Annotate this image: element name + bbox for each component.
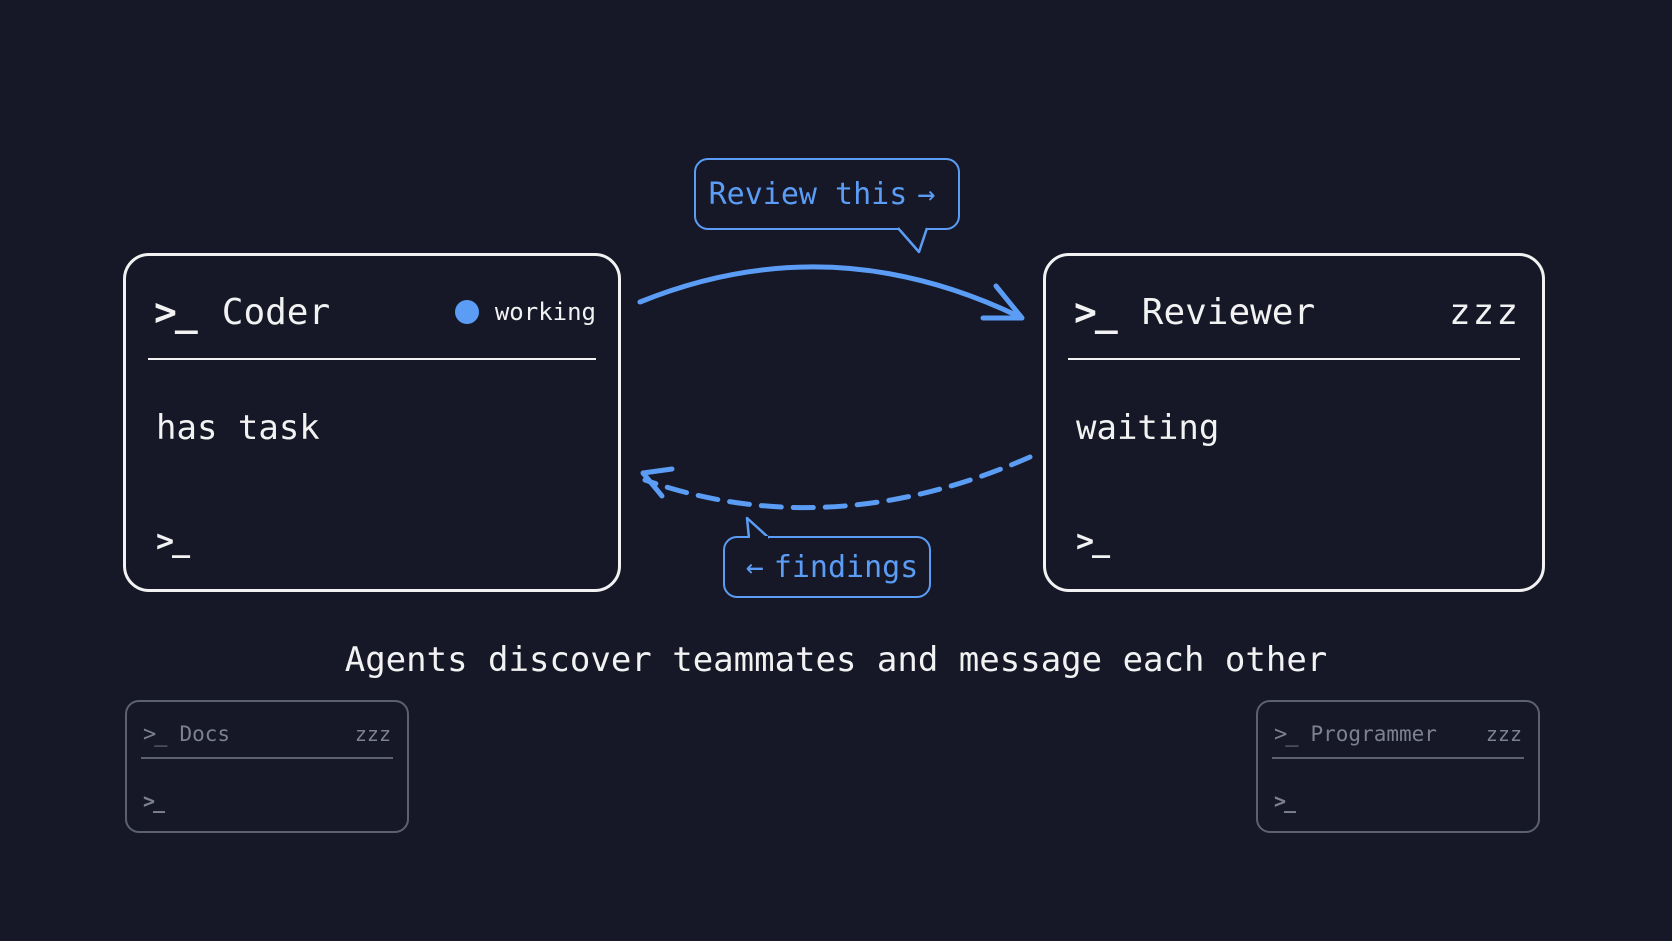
agent-status: zzz [354,722,391,746]
input-prompt[interactable]: >_ [1076,524,1110,559]
agent-status: working [454,298,596,326]
agent-header: >_ Programmer zzz [1274,714,1522,754]
agent-card-programmer[interactable]: >_ Programmer zzz >_ [1256,700,1540,833]
response-arrowhead [640,466,675,499]
header-divider [1272,757,1524,759]
input-prompt[interactable]: >_ [1274,789,1296,813]
agent-card-coder[interactable]: >_ Coder working has task >_ [123,253,621,592]
header-divider [1068,358,1520,360]
agent-title: Docs [179,722,231,746]
terminal-prompt-icon: >_ [1274,721,1298,747]
status-dot-icon [454,300,479,324]
agent-title: Reviewer [1141,291,1316,333]
message-label: findings [773,549,919,585]
arrow-left-icon: ← [745,549,764,585]
header-divider [148,358,596,360]
agent-header: >_ Reviewer zzz [1074,284,1520,340]
terminal-prompt-icon: >_ [154,290,198,334]
agent-body: has task [156,408,320,448]
arrow-right-icon: → [917,176,936,212]
agent-title: Coder [221,291,331,333]
agent-body: waiting [1076,408,1220,448]
status-label: working [494,298,596,326]
response-arrow [642,454,1033,511]
terminal-prompt-icon: >_ [1074,290,1118,334]
message-label: Review this [708,176,908,212]
agent-card-docs[interactable]: >_ Docs zzz >_ [125,700,409,833]
agent-header: >_ Docs zzz [143,714,391,754]
agent-card-reviewer[interactable]: >_ Reviewer zzz waiting >_ [1043,253,1545,592]
input-prompt[interactable]: >_ [156,524,190,559]
agent-status: zzz [1448,291,1520,333]
agent-title: Programmer [1310,722,1437,746]
input-prompt[interactable]: >_ [143,789,165,813]
header-divider [141,757,393,759]
message-bubble-request: Review this → [694,158,960,230]
terminal-prompt-icon: >_ [143,721,167,747]
request-arrow [637,264,1023,320]
bubble-tail [897,226,929,254]
message-bubble-response: ← findings [723,536,931,598]
agent-status: zzz [1485,722,1522,746]
request-arrowhead [980,283,1025,321]
diagram-caption: Agents discover teammates and message ea… [344,640,1328,680]
agent-header: >_ Coder working [154,284,596,340]
